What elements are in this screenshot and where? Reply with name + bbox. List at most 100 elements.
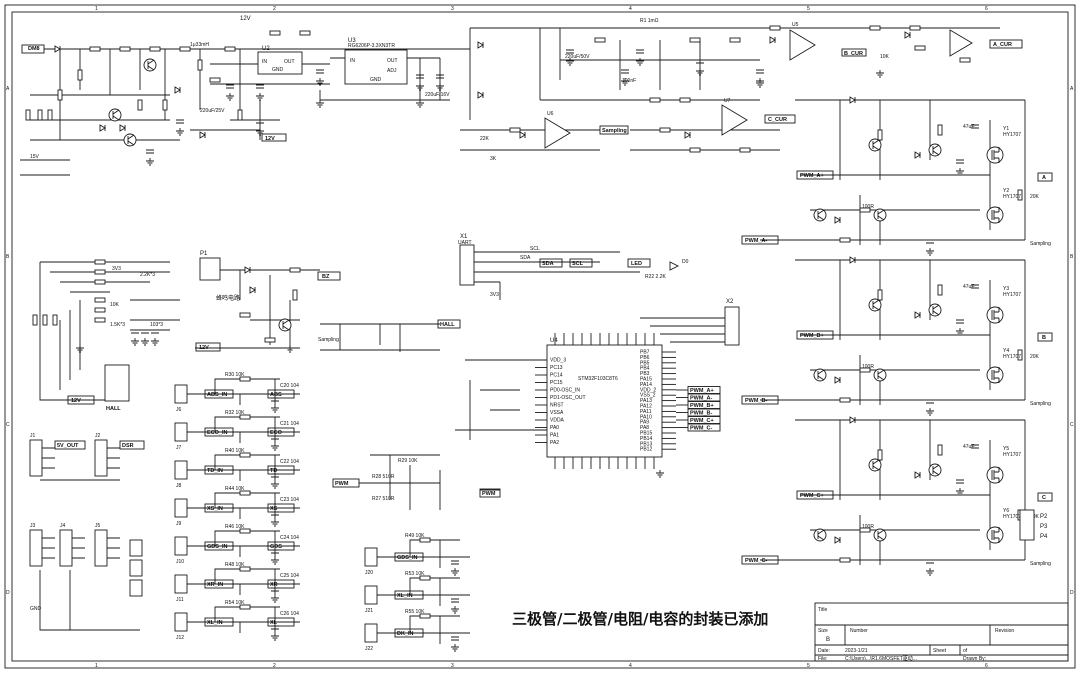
opamp-u8: [949, 29, 973, 57]
mcu-pin-label: PB12: [640, 447, 652, 453]
svg-text:100nF: 100nF: [622, 78, 636, 84]
input-res-label: R49 10K: [405, 533, 425, 539]
mcu-section: STM32F103C8T6 U4 VDD_3PC13PC14PC15PD0-OS…: [455, 333, 721, 478]
pull-res-label: 20K: [1030, 354, 1040, 360]
svg-text:X2: X2: [726, 299, 734, 305]
bridge-out-net: B: [1042, 335, 1046, 341]
zone-col-marker: 5: [807, 6, 810, 12]
zone-row-marker: C: [6, 422, 10, 428]
svg-text:UART: UART: [458, 240, 472, 246]
svg-text:IN: IN: [262, 59, 267, 65]
gate-res-label: 100R: [862, 364, 874, 370]
zone-row-marker: A: [1070, 86, 1074, 92]
svg-text:Sheet: Sheet: [933, 648, 947, 654]
input-connector-ref: J8: [176, 483, 182, 489]
mosfet-high-ref: Y3: [1003, 286, 1009, 292]
svg-text:U6: U6: [547, 111, 554, 117]
connector-ref: J1: [30, 433, 36, 439]
svg-text:ADJ: ADJ: [387, 68, 397, 74]
gate-res-label: 100R: [862, 204, 874, 210]
input-res-label: R40 10K: [225, 448, 245, 454]
svg-text:U2: U2: [262, 46, 270, 52]
mcu-pin-label: PC14: [550, 373, 563, 379]
mcu-pin-label: PA10: [640, 414, 652, 420]
svg-text:12V: 12V: [71, 398, 81, 404]
input-connector-ref: J20: [365, 570, 373, 576]
input-net: ABS_IN: [207, 392, 227, 398]
input-net-out: XS: [270, 506, 278, 512]
mcu-pin-label: PA1: [550, 433, 559, 439]
svg-text:D0: D0: [682, 259, 689, 265]
buzzer-components: [239, 266, 301, 353]
mosfet-low-part: HY1707: [1003, 194, 1021, 200]
zone-row-marker: B: [6, 254, 10, 260]
svg-text:X1: X1: [460, 234, 468, 240]
zone-col-marker: 4: [629, 663, 632, 669]
bridge-sense-net: Sampling: [1030, 561, 1051, 567]
mcu-pin-label: PC13: [550, 365, 563, 371]
input-cap-label: C20 104: [280, 383, 299, 389]
mcu-pin-label: PB14: [640, 436, 652, 442]
input-net: TD_IN: [207, 468, 223, 474]
buzzer-p1: [199, 257, 221, 281]
svg-text:蜂鸣电路: 蜂鸣电路: [216, 294, 240, 302]
sheet-border-inner: [11, 11, 1069, 662]
mcu-pin-label: PA0: [550, 425, 559, 431]
svg-text:File:: File:: [818, 656, 827, 662]
mcu-part-label: STM32F103C8T6: [578, 376, 618, 382]
svg-text:LED: LED: [631, 261, 642, 267]
mcu-pin-label: PB6: [640, 355, 650, 361]
svg-text:HALL: HALL: [106, 406, 121, 412]
boot-cap-label: 47uF: [963, 444, 974, 450]
svg-text:P2: P2: [1040, 514, 1048, 520]
svg-text:R27 510R: R27 510R: [372, 496, 395, 502]
svg-text:OUT: OUT: [387, 58, 398, 64]
svg-text:3V3: 3V3: [112, 266, 121, 272]
input-net: ECO_IN: [207, 430, 228, 436]
net-label-b-cur: B_CUR: [844, 51, 863, 57]
mcu-stm32: [546, 344, 663, 458]
mcu-pwm-net: PWM_C+: [690, 418, 714, 424]
svg-text:12V: 12V: [265, 136, 275, 142]
zone-col-marker: 6: [985, 6, 988, 12]
input-connector-ref: J11: [176, 597, 184, 603]
buzzer-section: P1 BZ 蜂鸣电路 12V: [195, 251, 341, 353]
mcu-pin-label: PD1-OSC_OUT: [550, 395, 586, 401]
input-cap-label: C25 104: [280, 573, 299, 579]
input-net: GDS_IN: [397, 555, 418, 561]
svg-text:R29 10K: R29 10K: [398, 458, 418, 464]
mcu-pin-label: VDDA: [550, 418, 565, 424]
svg-text:R28 510R: R28 510R: [372, 474, 395, 480]
mcu-pin-label: PA11: [640, 409, 652, 415]
pwm-input-section: PWM R28 510R R27 510R R29 10K PWM: [332, 454, 501, 510]
svg-text:HALL: HALL: [440, 322, 455, 328]
mosfet-high-part: HY1707: [1003, 452, 1021, 458]
pwm-lo-net: PWM_B-: [745, 398, 767, 404]
net-label-12v-box: [261, 133, 287, 142]
svg-text:P3: P3: [1040, 524, 1048, 530]
input-net-out: ABS: [270, 392, 282, 398]
mosfet-low-ref: Y6: [1003, 508, 1009, 514]
mcu-pin-label: PA12: [640, 404, 652, 410]
svg-text:220uF/50V: 220uF/50V: [565, 54, 590, 60]
svg-text:2023-1/21: 2023-1/21: [845, 648, 868, 654]
mcu-pin-label: PA13: [640, 398, 652, 404]
swd-connector-x2: [724, 306, 740, 346]
input-cap-label: C26 104: [280, 611, 299, 617]
svg-text:U3: U3: [348, 38, 356, 44]
svg-text:220uF/25V: 220uF/25V: [200, 108, 225, 114]
input-net-out: ECO: [270, 430, 283, 436]
svg-text:BZ: BZ: [322, 274, 330, 280]
input-connector-ref: J10: [176, 559, 184, 565]
input-connector-ref: J7: [176, 445, 182, 451]
svg-text:U4: U4: [550, 338, 558, 344]
input-cap-label: C22 104: [280, 459, 299, 465]
mcu-pin-label: PB13: [640, 441, 652, 447]
hall-connector: [104, 364, 130, 402]
uart-section: X1 UART SDA SCL SCL SDA 3V3 LED D0 R22 2…: [458, 234, 740, 346]
power-supply-section: DM8 U2 IN OUT GND RG6206P-3.3XN3TR U3 IN…: [20, 16, 470, 176]
